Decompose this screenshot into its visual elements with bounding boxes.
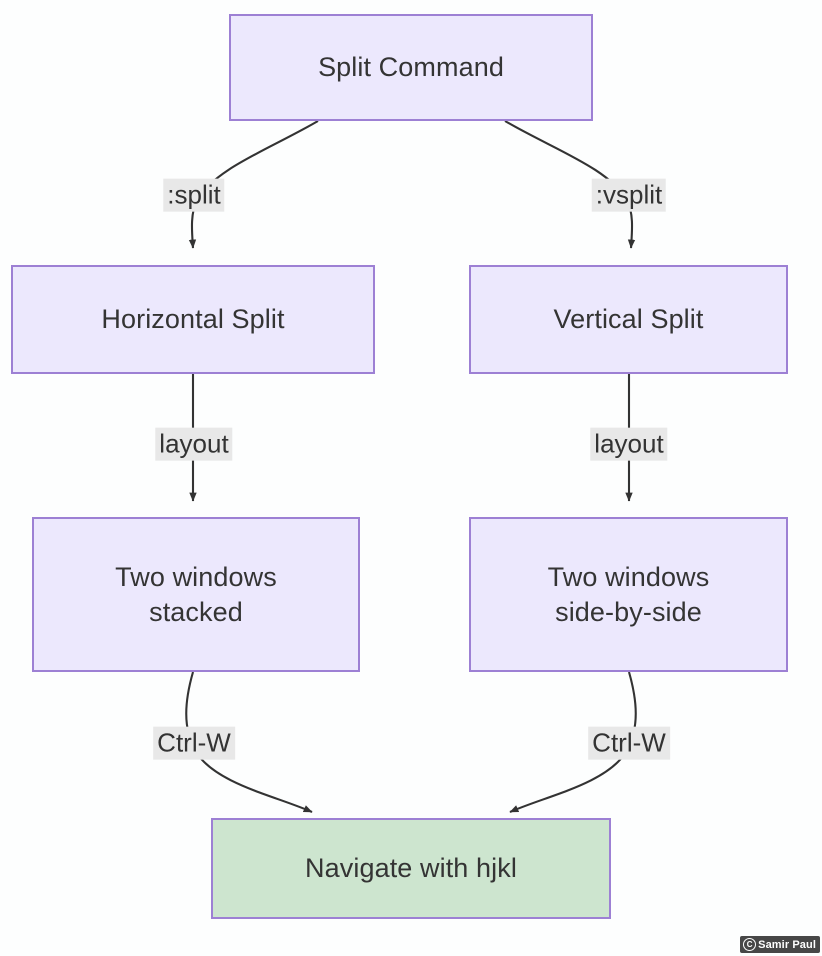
edge-label-ctrl-w-right: Ctrl-W (588, 726, 670, 760)
copyright-icon: C (743, 938, 757, 951)
node-two-windows-side-by-side[interactable]: Two windows side-by-side (469, 517, 788, 672)
node-horizontal-split[interactable]: Horizontal Split (11, 265, 375, 374)
node-vertical-split[interactable]: Vertical Split (469, 265, 788, 374)
node-navigate-with-hjkl[interactable]: Navigate with hjkl (211, 818, 611, 919)
watermark: C Samir Paul (740, 936, 820, 953)
node-two-windows-stacked[interactable]: Two windows stacked (32, 517, 360, 672)
edge-label-layout-left: layout (155, 427, 233, 461)
node-split-command[interactable]: Split Command (229, 14, 593, 121)
watermark-text: Samir Paul (758, 938, 816, 951)
edge-label-layout-right: layout (590, 427, 668, 461)
edge-label-vsplit: :vsplit (591, 178, 667, 212)
edge-label-split: :split (163, 178, 225, 212)
edge-label-ctrl-w-left: Ctrl-W (153, 726, 235, 760)
